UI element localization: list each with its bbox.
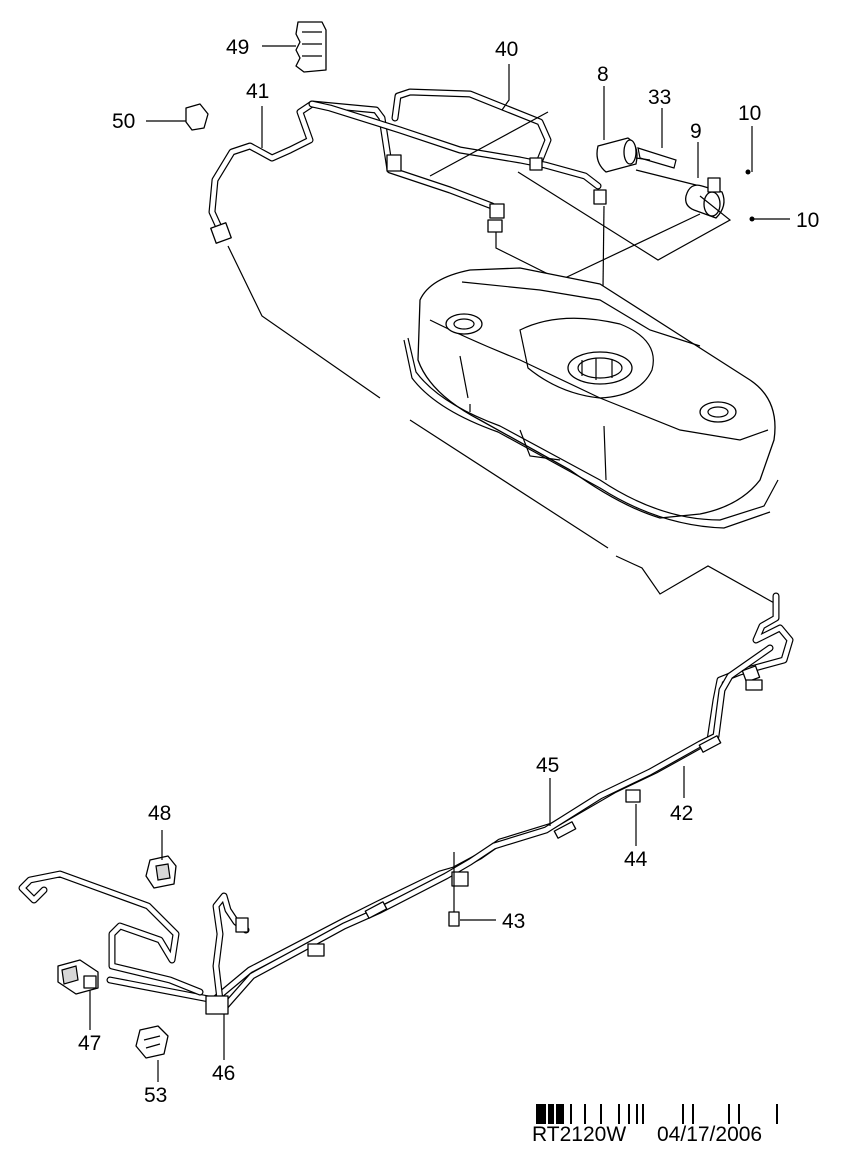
callout-9: 9 [690, 120, 702, 143]
fuel-pipe-upper-assembly [208, 88, 607, 244]
bolt-10-upper [745, 169, 751, 175]
callout-53: 53 [144, 1084, 167, 1107]
callout-47: 47 [78, 1032, 101, 1055]
footer-code: RT2120W [532, 1123, 626, 1146]
callout-48: 48 [148, 802, 171, 825]
callout-43: 43 [502, 910, 525, 933]
footer-date: 04/17/2006 [657, 1123, 762, 1146]
callout-44: 44 [624, 848, 648, 871]
callout-45: 45 [536, 754, 559, 777]
bolt-10-lower [749, 216, 755, 222]
callout-42: 42 [670, 802, 693, 825]
fuel-tank [403, 267, 779, 529]
callout-33: 33 [648, 86, 671, 109]
callout-8: 8 [597, 63, 609, 86]
callout-40: 40 [495, 38, 518, 61]
footer-barcode [536, 1104, 778, 1124]
clamp-9 [685, 177, 725, 219]
callout-10-lower: 10 [796, 209, 819, 232]
fuel-filter-8 [596, 137, 651, 173]
clip-53 [135, 1025, 169, 1059]
callout-41: 41 [246, 80, 269, 103]
bracket-33 [635, 147, 701, 187]
bolt-43 [448, 852, 460, 927]
clip-48 [145, 855, 177, 889]
clip-49 [295, 21, 327, 73]
clip-47 [57, 959, 99, 995]
callout-10-upper: 10 [738, 102, 761, 125]
clip-50 [185, 103, 209, 131]
leader-lines [89, 45, 790, 1082]
callout-46: 46 [212, 1062, 235, 1085]
callout-49: 49 [226, 36, 249, 59]
callout-labels: 49 40 8 33 10 50 41 9 10 45 42 48 44 43 … [78, 36, 819, 1107]
callout-50: 50 [112, 110, 135, 133]
fuel-pipe-lower-assembly [18, 592, 794, 1015]
